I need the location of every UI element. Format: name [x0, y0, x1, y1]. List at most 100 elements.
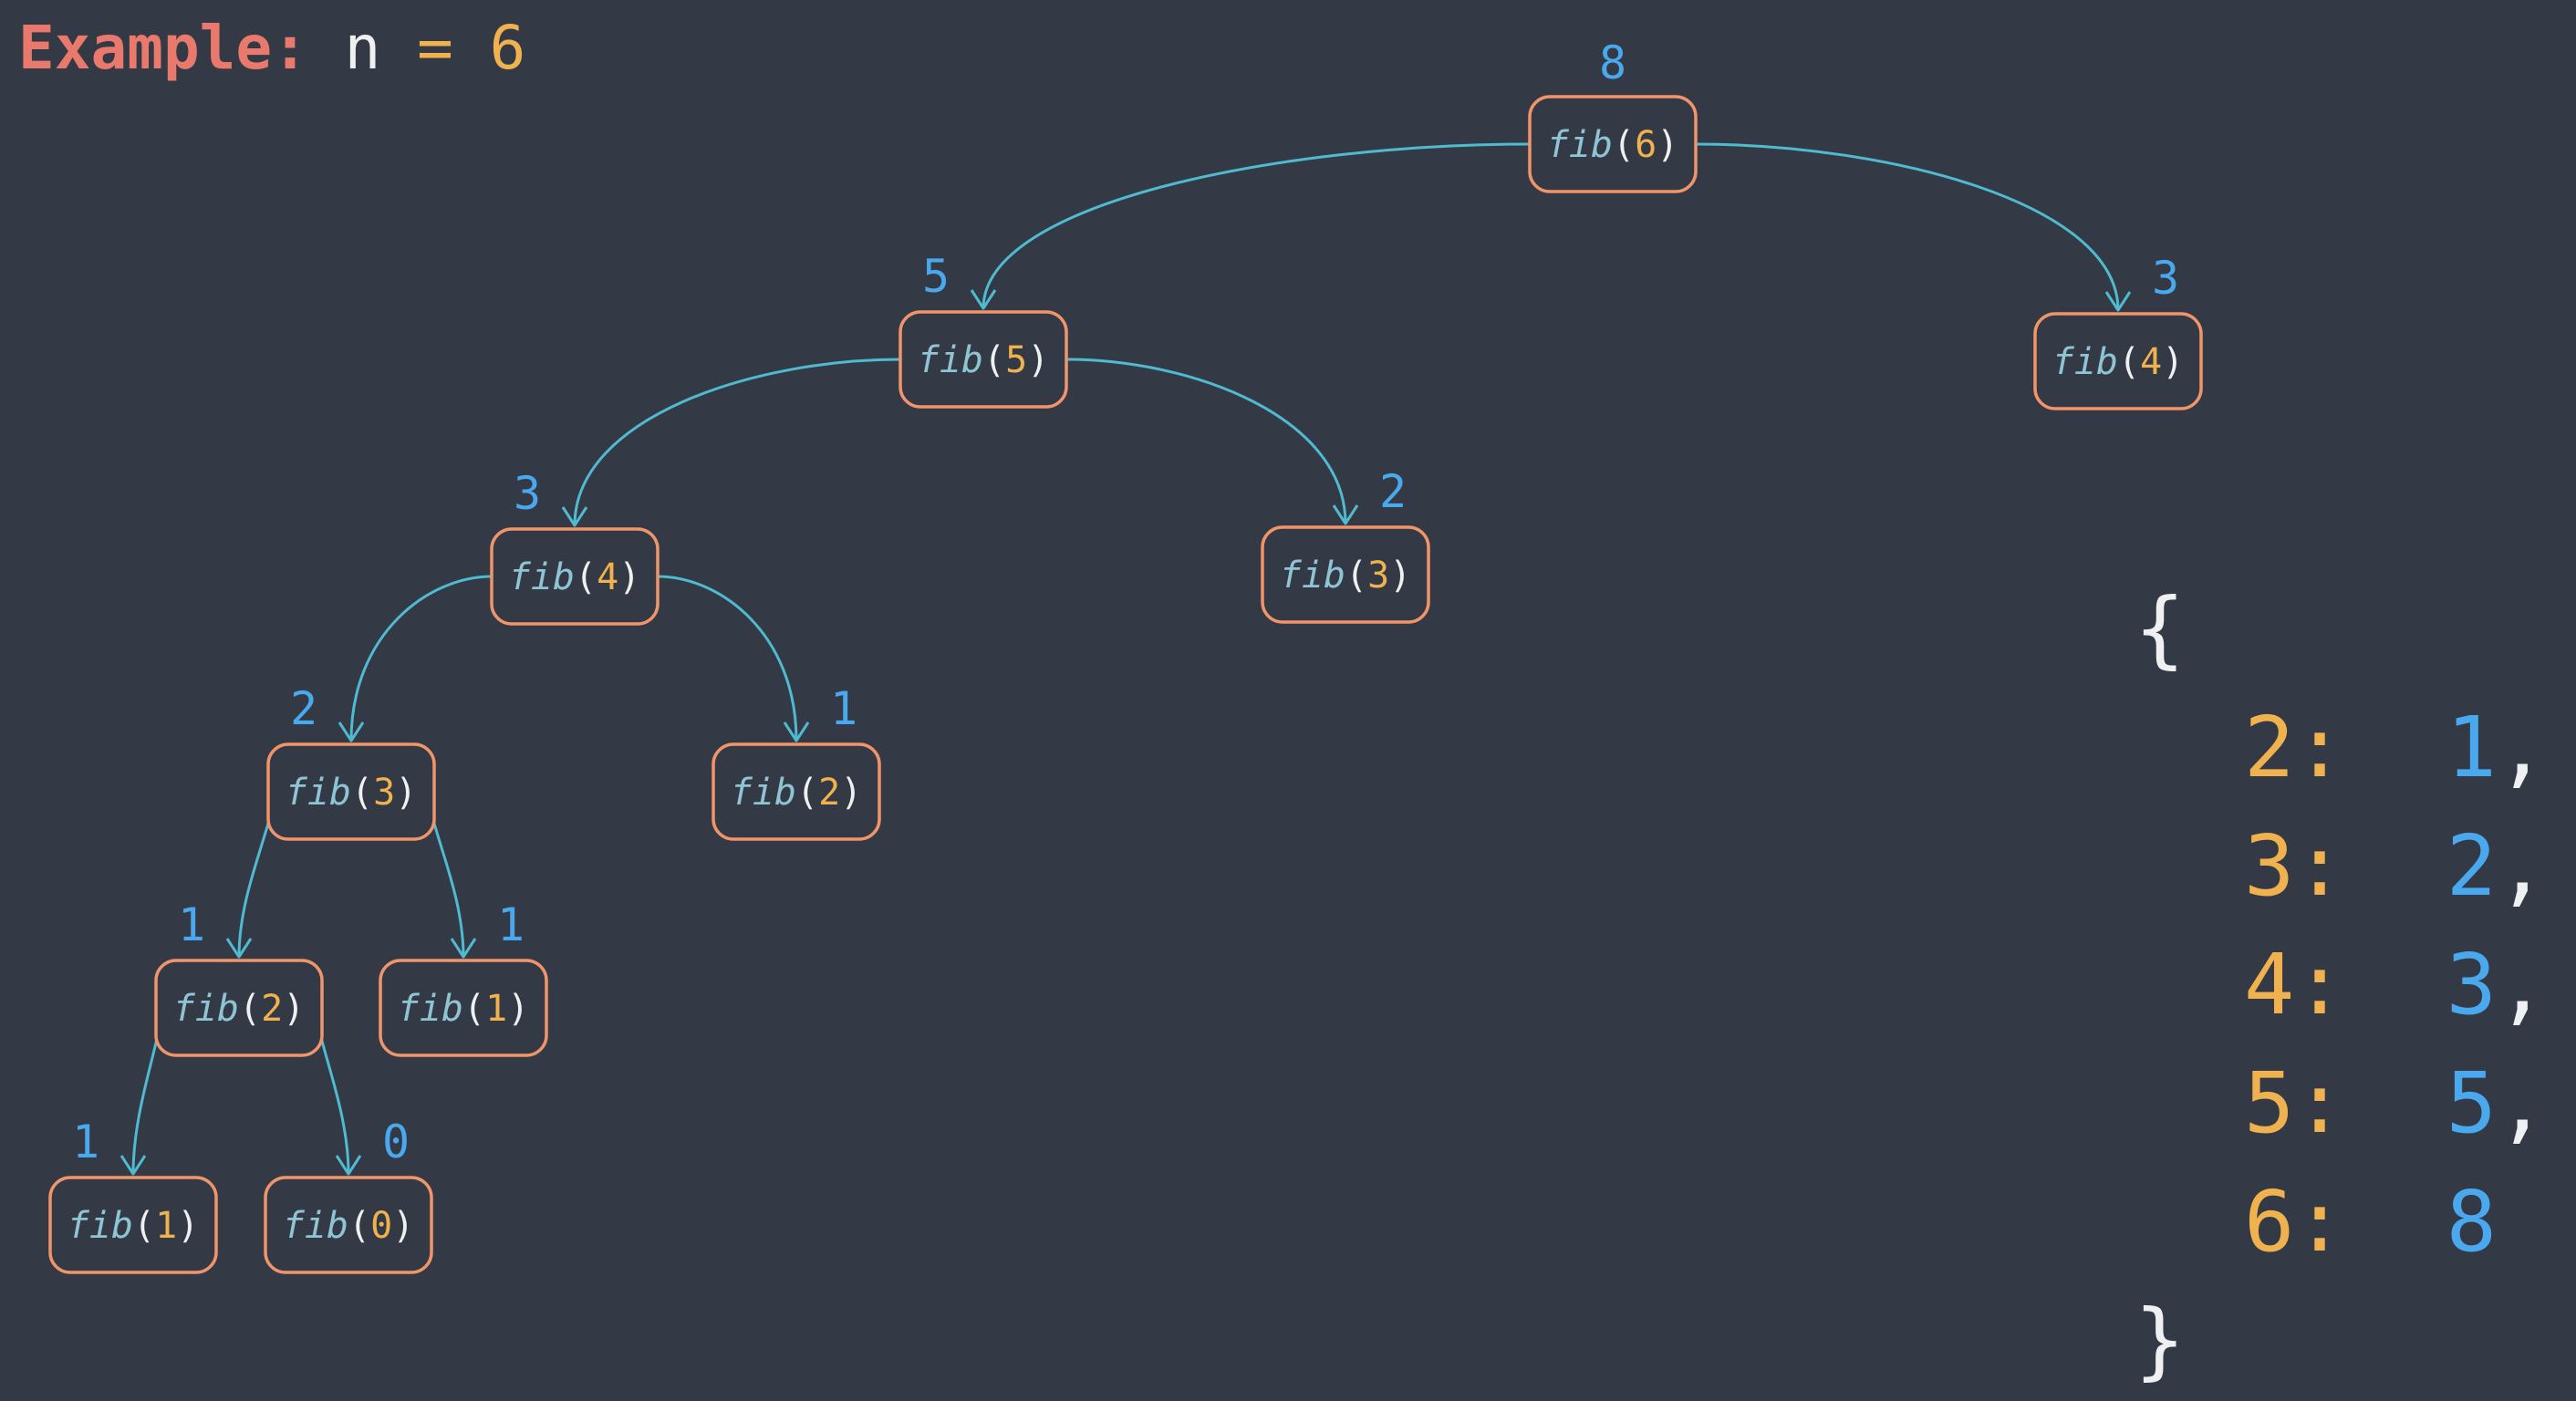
memo-entry: 5: 5, [2135, 1044, 2547, 1163]
call-node: fib(0)0 [264, 1116, 433, 1274]
call-argument: 0 [370, 1205, 392, 1247]
close-paren: ) [2162, 341, 2184, 383]
memo-close-brace: } [2135, 1292, 2186, 1389]
close-paren: ) [1657, 124, 1678, 166]
edge-arrowhead [335, 1155, 362, 1176]
open-paren: ( [2118, 341, 2140, 383]
call-argument: 2 [261, 988, 283, 1030]
call-edge [1695, 142, 2120, 311]
call-argument: 2 [818, 772, 840, 814]
call-node: fib(1)1 [48, 1116, 218, 1274]
node-box [379, 959, 548, 1057]
call-node: fib(5) 5 [898, 250, 1068, 409]
edge-arrowhead [119, 1155, 147, 1176]
return-value: 0 [382, 1116, 410, 1168]
example-label: Example: [18, 13, 308, 83]
edge-arrowhead [1332, 504, 1359, 525]
close-paren: ) [1389, 555, 1411, 597]
return-value: 1 [497, 898, 525, 951]
memo-dictionary: { 2: 1, 3: 2, 4: 3, 5: 5, 6: 8 } [2135, 570, 2547, 1400]
memo-comma: , [2496, 699, 2548, 796]
return-value: 1 [830, 682, 857, 735]
return-value: 3 [2152, 252, 2179, 305]
close-paren: ) [840, 772, 862, 814]
return-value: 1 [72, 1116, 99, 1168]
open-paren: ( [239, 988, 261, 1030]
node-call-label: fib(0) [283, 1205, 415, 1247]
call-argument: 1 [485, 988, 507, 1030]
function-name: fib [286, 772, 351, 814]
node-call-label: fib(3) [286, 772, 418, 814]
node-call-label: fib(5) [918, 339, 1050, 381]
call-argument: 1 [155, 1205, 177, 1247]
call-node: fib(1)1 [379, 898, 548, 1057]
return-value: 5 [922, 250, 950, 303]
memo-separator: : [2294, 817, 2345, 915]
memo-key: 5 [2244, 1054, 2295, 1152]
call-argument: 3 [1367, 555, 1389, 597]
node-box [264, 1176, 433, 1274]
memo-entry: 4: 3, [2135, 926, 2547, 1044]
memo-value: 3 [2446, 936, 2497, 1033]
function-name: fib [509, 556, 575, 598]
equals-sign: = [417, 13, 453, 83]
memo-value: 1 [2446, 699, 2497, 796]
edge-arrowhead [450, 938, 477, 959]
edge-arrowhead [338, 721, 365, 742]
function-name: fib [731, 772, 796, 814]
function-name: fib [1280, 555, 1345, 597]
tree-nodes: fib(6)8fib(5)5fib(4)3fib(4)3fib(3)2fib(3… [48, 36, 2203, 1274]
function-name: fib [2052, 341, 2118, 383]
node-call-label: fib(6) [1547, 124, 1679, 166]
close-paren: ) [507, 988, 529, 1030]
node-call-label: fib(4) [2052, 341, 2185, 383]
node-box [266, 742, 436, 841]
edge-arrowhead [225, 938, 253, 959]
node-call-label: fib(3) [1280, 555, 1412, 597]
open-paren: ( [133, 1205, 155, 1247]
memo-value: 5 [2446, 1054, 2497, 1152]
open-paren: ( [351, 772, 373, 814]
call-argument: 4 [2140, 341, 2162, 383]
close-paren: ) [1027, 339, 1049, 381]
node-call-label: fib(2) [731, 772, 863, 814]
call-edge [1065, 358, 1347, 524]
edge-arrowhead [970, 289, 997, 310]
call-argument: 6 [1635, 124, 1657, 166]
function-name: fib [283, 1205, 348, 1247]
call-edge [349, 575, 493, 742]
function-name: fib [68, 1205, 133, 1247]
call-edge [982, 142, 1531, 309]
call-argument: 4 [597, 556, 618, 598]
open-paren: ( [983, 339, 1005, 381]
node-call-label: fib(1) [68, 1205, 200, 1247]
edge-arrowhead [2104, 291, 2132, 312]
memo-separator: : [2294, 1173, 2345, 1271]
memo-separator: : [2294, 699, 2345, 796]
call-node: fib(4) 3 [2033, 252, 2203, 410]
memo-comma: , [2496, 817, 2548, 915]
node-box [1528, 95, 1698, 193]
memo-entry: 3: 2, [2135, 807, 2547, 926]
node-box [490, 527, 660, 626]
memo-key: 4 [2244, 936, 2295, 1033]
function-name: fib [1547, 124, 1613, 166]
open-paren: ( [1345, 555, 1367, 597]
example-heading: Example: n = 6 [18, 7, 525, 89]
memo-open-brace: { [2135, 580, 2186, 678]
open-paren: ( [796, 772, 818, 814]
variable-name: n [344, 13, 381, 83]
node-call-label: fib(4) [509, 556, 641, 598]
return-value: 8 [1599, 36, 1626, 89]
memo-key: 6 [2244, 1173, 2295, 1271]
function-name: fib [398, 988, 463, 1030]
close-paren: ) [392, 1205, 414, 1247]
memo-separator: : [2294, 1054, 2345, 1152]
open-paren: ( [463, 988, 485, 1030]
node-box [2033, 312, 2203, 410]
call-node: fib(2) 1 [712, 682, 881, 841]
call-node: fib(4)3 [490, 467, 660, 626]
memo-key: 2 [2244, 699, 2295, 796]
close-paren: ) [618, 556, 640, 598]
